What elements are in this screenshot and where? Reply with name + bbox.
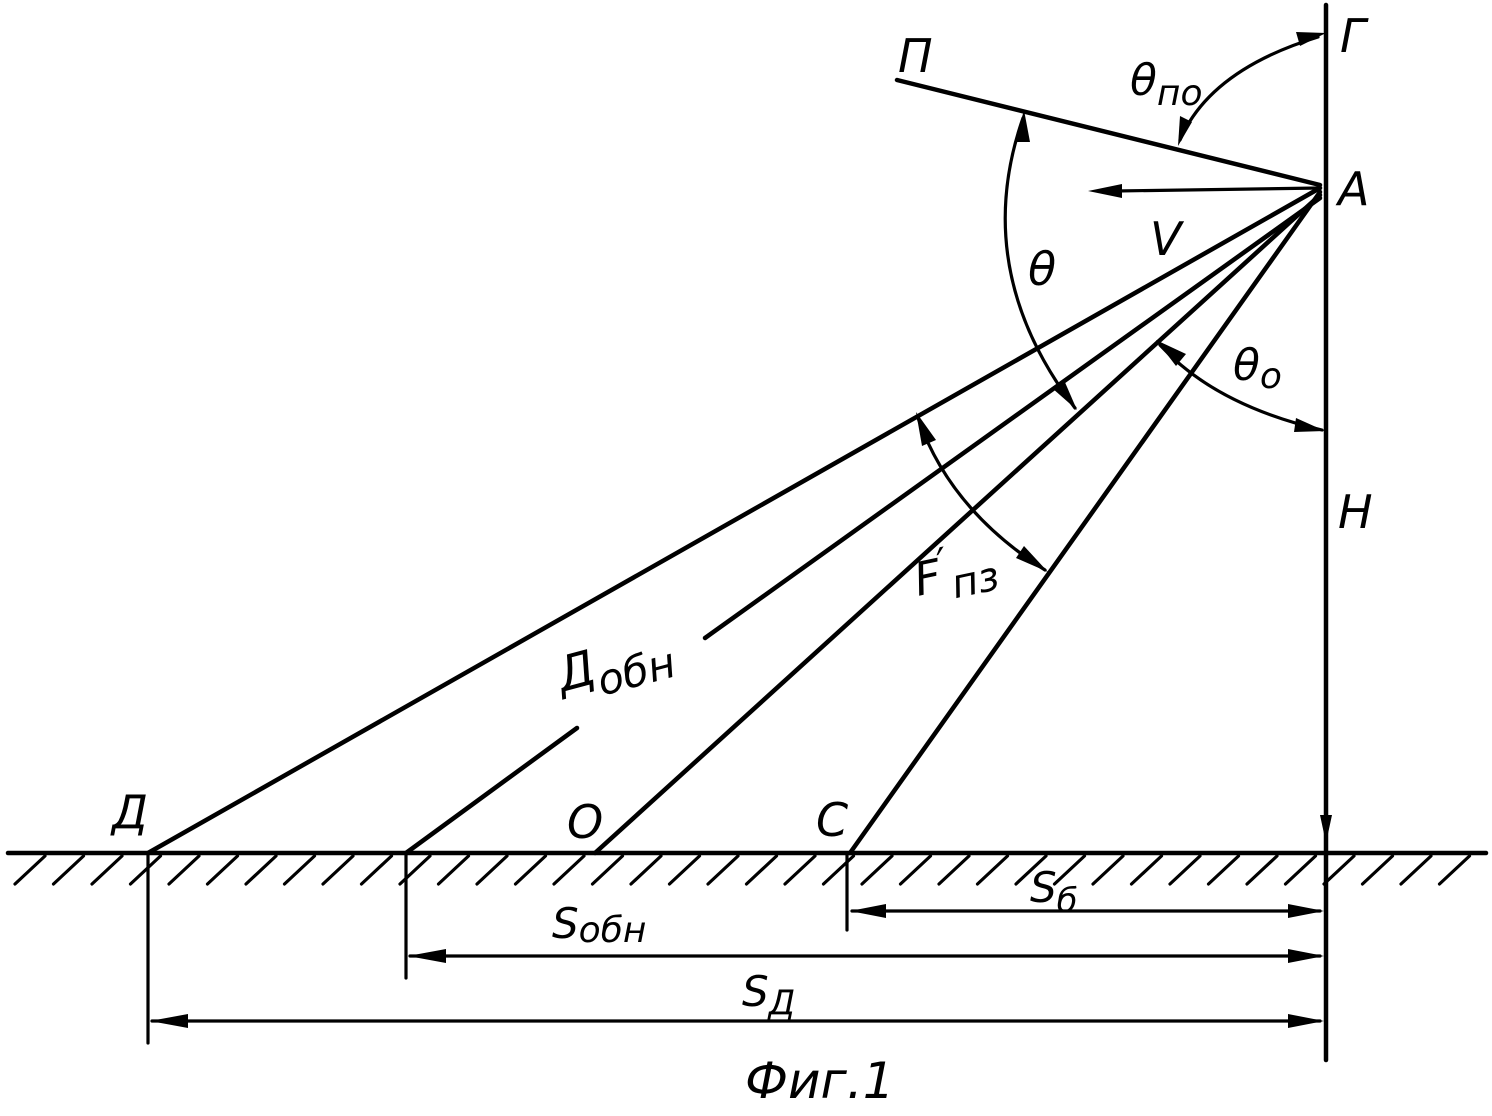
- label-theta-po-sub: по: [1157, 73, 1203, 114]
- ground-hatch: [554, 856, 584, 884]
- label-sb-main: S: [1030, 863, 1057, 912]
- label-fpz: F′пз: [908, 530, 1004, 616]
- ray-a-obn-lower: [406, 728, 577, 853]
- label-sobn: Sобн: [552, 899, 646, 951]
- ground-hatch: [631, 856, 661, 884]
- label-theta-po: θпо: [1130, 55, 1202, 114]
- ground-hatch: [131, 856, 161, 884]
- ground-hatch: [1401, 856, 1431, 884]
- label-sobn-main: S: [552, 899, 579, 948]
- ground-hatch: [901, 856, 931, 884]
- label-c: С: [816, 793, 848, 847]
- ray-a-o: [595, 195, 1320, 853]
- dim-sb-head-left: [850, 904, 886, 918]
- dim-sobn-head-right: [1288, 949, 1324, 963]
- label-d-obn-main: Д: [549, 640, 602, 704]
- arc-theta-po-head-top: [1296, 32, 1326, 46]
- label-theta: θ: [1028, 242, 1056, 296]
- figure-caption: Фиг.1: [745, 1052, 895, 1110]
- label-fpz-sub: пз: [947, 553, 1003, 608]
- ray-a-c: [850, 192, 1320, 853]
- arc-theta-o-head-top: [1156, 340, 1186, 366]
- dim-sd-head-right: [1288, 1014, 1324, 1028]
- label-g: Г: [1340, 9, 1369, 63]
- ground-hatch: [747, 856, 777, 884]
- ground-hatch: [708, 856, 738, 884]
- label-d: Д: [110, 785, 148, 839]
- dim-sobn-head-left: [408, 949, 446, 963]
- ground-hatch: [1440, 856, 1470, 884]
- label-sb-sub: б: [1057, 881, 1078, 921]
- label-d-obn: Добн: [549, 619, 681, 715]
- ground-hatch: [1170, 856, 1200, 884]
- velocity-vector: [1115, 188, 1320, 191]
- arc-theta-o-head-bottom: [1294, 418, 1325, 432]
- ground-hatch: [1093, 856, 1123, 884]
- ground-hatch: [1247, 856, 1277, 884]
- arc-theta-head-top: [1015, 110, 1030, 142]
- label-sd-sub: Д: [767, 983, 796, 1023]
- ground-hatching: [15, 856, 1470, 884]
- ground-hatch: [1132, 856, 1162, 884]
- ray-a-d: [148, 188, 1320, 853]
- ground-hatch: [246, 856, 276, 884]
- label-theta-po-main: θ: [1130, 55, 1157, 106]
- ground-hatch: [1363, 856, 1393, 884]
- ground-hatch: [439, 856, 469, 884]
- ground-hatch: [477, 856, 507, 884]
- ground-hatch: [785, 856, 815, 884]
- ground-hatch: [939, 856, 969, 884]
- arc-fpz-head-bottom: [1016, 546, 1048, 572]
- ground-hatch: [1324, 856, 1354, 884]
- label-v: V: [1150, 212, 1185, 266]
- ground-hatch: [362, 856, 392, 884]
- ground-hatch: [285, 856, 315, 884]
- label-d-obn-sub: обн: [592, 638, 681, 706]
- ground-hatch: [54, 856, 84, 884]
- ground-hatch: [15, 856, 45, 884]
- label-sobn-sub: обн: [579, 910, 647, 951]
- label-theta-o: θо: [1233, 340, 1282, 397]
- ground-hatch: [516, 856, 546, 884]
- ground-hatch: [824, 856, 854, 884]
- ground-hatch: [1055, 856, 1085, 884]
- ground-hatch: [862, 856, 892, 884]
- arc-fpz-head-top: [916, 412, 936, 446]
- label-sd-main: S: [742, 967, 769, 1016]
- ground-hatch: [1286, 856, 1316, 884]
- label-sd: SД: [742, 967, 795, 1023]
- label-h: Н: [1338, 485, 1373, 539]
- dim-sb-head-right: [1288, 904, 1324, 918]
- label-theta-o-sub: о: [1260, 356, 1282, 397]
- vertical-arrowhead: [1320, 815, 1332, 843]
- ground-hatch: [208, 856, 238, 884]
- ground-hatch: [978, 856, 1008, 884]
- ground-hatch: [670, 856, 700, 884]
- ground-hatch: [92, 856, 122, 884]
- ground-hatch: [593, 856, 623, 884]
- ground-hatch: [169, 856, 199, 884]
- label-a: A: [1335, 162, 1369, 216]
- ground-hatch: [1209, 856, 1239, 884]
- velocity-arrowhead: [1088, 184, 1122, 198]
- label-o: О: [567, 795, 603, 849]
- line-a-p: [897, 80, 1320, 185]
- dim-sd-head-left: [150, 1014, 188, 1028]
- label-theta-o-main: θ: [1233, 340, 1260, 391]
- label-p: П: [898, 29, 933, 83]
- ray-a-obn-upper: [705, 198, 1320, 638]
- ground-hatch: [323, 856, 353, 884]
